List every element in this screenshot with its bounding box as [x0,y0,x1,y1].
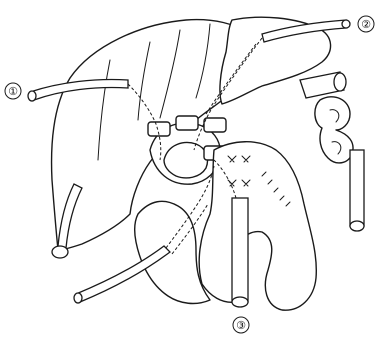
callout-3-label: ③ [236,319,246,332]
callout-1: ① [5,83,21,99]
callout-2: ② [358,16,374,32]
duodenum [135,201,210,303]
callout-1-label: ① [8,85,18,98]
callout-3: ③ [233,317,249,333]
callout-2-label: ② [361,18,371,31]
bowel-loop [199,142,316,310]
colon-coil [315,97,353,163]
